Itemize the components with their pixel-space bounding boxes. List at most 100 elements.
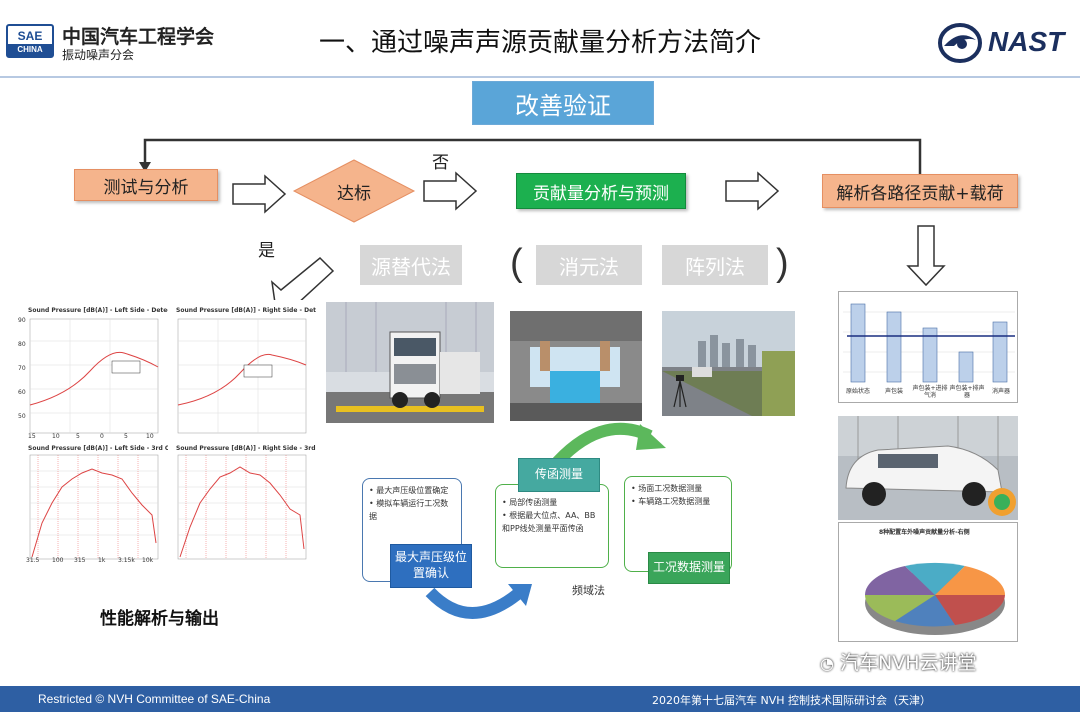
y-tick-1-2: 70	[18, 365, 26, 372]
suv-photo	[838, 416, 1018, 520]
footer-bar	[0, 686, 1080, 712]
truck-test-photo	[326, 302, 494, 423]
frequency-method-label: 频域法	[572, 584, 605, 597]
pie-slice-5	[905, 562, 965, 595]
x-tick-1-1: 10	[52, 433, 60, 440]
pie-slice-4	[864, 566, 935, 595]
path-contribution-box: 解析各路径贡献+载荷	[822, 174, 1018, 208]
x-tick-1-5: 10	[146, 433, 154, 440]
performance-output-caption: 性能解析与输出	[100, 609, 219, 629]
pie-title: 8种配置车外噪声贡献量分析-右侧	[879, 529, 970, 536]
pie-slice-1	[935, 595, 1005, 625]
bar-label-5: 消声器	[991, 388, 1010, 395]
arrow-right-1	[232, 174, 287, 214]
y-tick-1-4: 50	[18, 413, 26, 420]
sound-pressure-chart-3	[29, 454, 159, 560]
contribution-analysis-box: 贡献量分析与预测	[516, 173, 686, 209]
wechat-watermark: ◔ 汽车NVH云讲堂	[820, 648, 977, 675]
yes-label: 是	[258, 241, 275, 261]
bracket-left: (	[510, 242, 523, 284]
method-source-substitution: 源替代法	[360, 245, 462, 285]
sound-pressure-chart-2	[177, 318, 307, 434]
method-elimination: 消元法	[536, 245, 642, 285]
nast-logo-text: NAST	[988, 26, 1065, 57]
y-tick-1-0: 90	[18, 317, 26, 324]
improve-verify-box: 改善验证	[472, 81, 654, 125]
flow-connectors	[139, 138, 946, 300]
standard-diamond	[292, 159, 416, 223]
sound-pressure-chart-4	[177, 454, 307, 560]
chart-title-3: Sound Pressure [dB(A)] - Left Side - 3rd…	[28, 445, 168, 452]
x-tick-3-2: 315	[74, 557, 86, 564]
x-tick-3-5: 10k	[142, 557, 154, 564]
bar-chart-svg	[843, 303, 1015, 383]
wechat-icon: ◔	[820, 654, 834, 673]
contribution-pie-chart: 8种配置车外噪声贡献量分析-右侧	[838, 522, 1018, 642]
center-flow-item-2: • 根据最大位点、AA、BB和PP线处测量平面传函	[502, 510, 596, 533]
x-tick-1-0: 15	[28, 433, 36, 440]
transfer-function-box: 传函测量	[518, 458, 600, 492]
bar-label-1: 原始状态	[845, 388, 870, 395]
test-analysis-box: 测试与分析	[74, 169, 218, 201]
org-subtitle: 振动噪声分会	[62, 48, 135, 62]
bar-label-3: 声包装+进排气消	[912, 385, 948, 399]
x-tick-3-3: 1k	[98, 557, 106, 564]
arrow-down	[906, 225, 946, 287]
sae-china-logo: SAE CHINA	[6, 24, 54, 58]
footer-copyright: Restricted © NVH Committee of SAE-China	[38, 692, 271, 706]
pie-chart-svg	[864, 562, 1006, 635]
bar-label-4: 声包装+排声器	[949, 385, 985, 399]
x-tick-1-3: 0	[100, 433, 104, 440]
org-name: 中国汽车工程学会	[62, 26, 215, 48]
chart-title-1: Sound Pressure [dB(A)] - Left Side - Det…	[28, 307, 168, 314]
x-tick-1-4: 5	[124, 433, 128, 440]
x-tick-3-1: 100	[52, 557, 64, 564]
right-flow-item-1: • 场面工况数据测量	[631, 484, 703, 493]
method-array: 阵列法	[662, 245, 768, 285]
sae-logo-top: SAE	[17, 29, 43, 43]
chart-title-2: Sound Pressure [dB(A)] - Right Side - De…	[176, 307, 316, 314]
arrow-right-3	[725, 171, 780, 211]
left-flow-item-1: • 最大声压级位置确定	[369, 486, 449, 495]
standard-label: 达标	[337, 183, 371, 204]
x-tick-3-0: 31.5	[26, 557, 40, 564]
nast-logo: NAST	[938, 22, 1068, 64]
bar-4	[958, 351, 974, 383]
bar-2	[886, 311, 902, 383]
elimination-method-photo	[510, 311, 642, 421]
right-flow-item-2: • 车辆路工况数据测量	[631, 496, 711, 506]
bar-1	[850, 303, 866, 383]
sound-pressure-chart-1	[29, 318, 159, 434]
y-tick-1-1: 80	[18, 341, 26, 348]
footer-conference: 2020年第十七届汽车 NVH 控制技术国际研讨会（天津）	[652, 694, 932, 707]
sae-logo-bottom: CHINA	[8, 44, 52, 56]
watermark-text: 汽车NVH云讲堂	[840, 652, 977, 674]
nast-emblem-icon	[938, 23, 982, 63]
pie-slice-2	[895, 595, 955, 627]
arrow-diag	[270, 256, 335, 300]
work-data-box: 工况数据测量	[648, 552, 730, 584]
x-tick-1-2: 5	[76, 433, 80, 440]
y-tick-1-3: 60	[18, 389, 26, 396]
center-flow-box: • 局部传函测量 • 根据最大位点、AA、BB和PP线处测量平面传函	[495, 484, 609, 568]
pie-slice-6	[935, 566, 1006, 595]
slide-title: 一、通过噪声声源贡献量分析方法简介	[318, 28, 761, 58]
header-divider	[0, 76, 1080, 78]
left-flow-item-2: • 模拟车辆运行工况数据	[369, 498, 449, 521]
bar-5	[992, 321, 1008, 383]
bracket-right: )	[776, 242, 789, 284]
x-tick-3-4: 3.15k	[118, 557, 135, 564]
contribution-bar-chart: 原始状态 声包装 声包装+进排气消 声包装+排声器 消声器	[838, 291, 1018, 403]
performance-charts: Sound Pressure [dB(A)] - Left Side - Det…	[18, 307, 328, 569]
array-method-photo	[662, 311, 795, 416]
chart-title-4: Sound Pressure [dB(A)] - Right Side - 3r…	[176, 445, 316, 452]
no-label: 否	[432, 153, 449, 173]
max-position-box: 最大声压级位置确认	[390, 544, 472, 588]
bar-label-2: 声包装	[884, 388, 903, 395]
center-flow-item-1: • 局部传函测量	[502, 498, 558, 507]
cycle-arrows	[425, 422, 666, 619]
arrow-right-2	[423, 171, 478, 211]
pie-slice-3	[865, 595, 935, 621]
bar-3	[922, 327, 938, 383]
